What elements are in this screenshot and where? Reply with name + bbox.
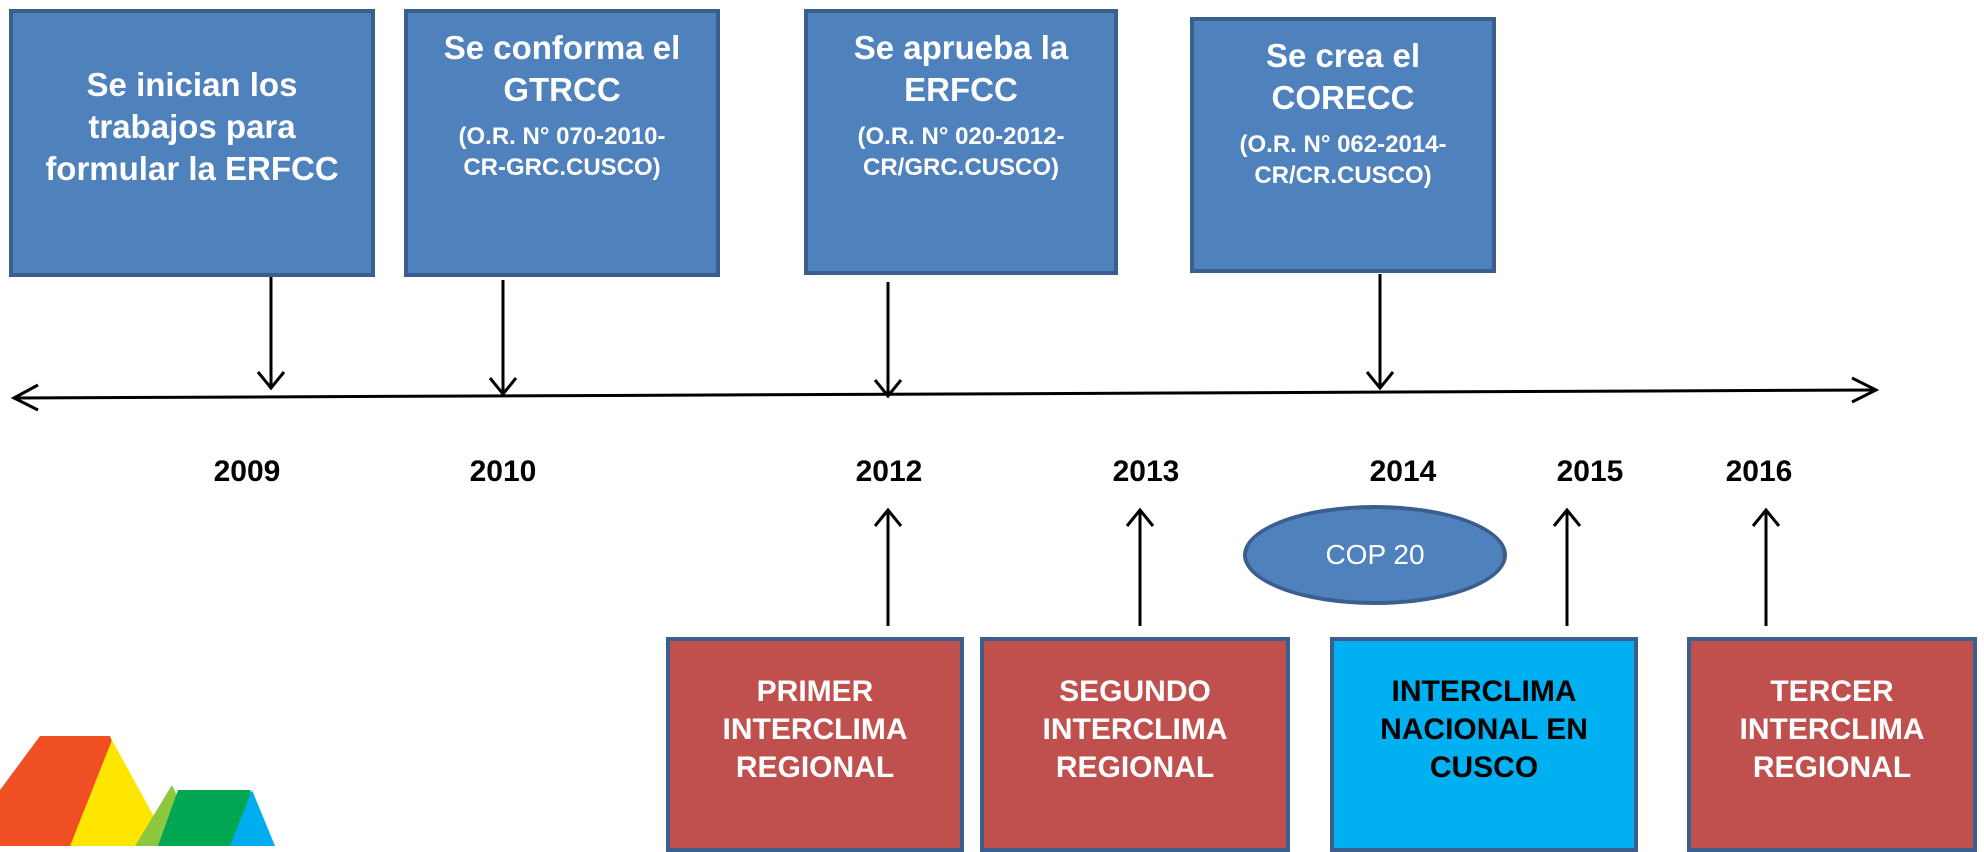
milestone-box-2010: Se conforma el GTRCC (O.R. N° 070-2010-C…	[404, 9, 720, 277]
year-label-2014: 2014	[1369, 455, 1437, 488]
year-label-2012: 2012	[855, 455, 923, 488]
event-box-tercer-interclima: TERCER INTERCLIMA REGIONAL	[1687, 637, 1977, 852]
event-label: INTERCLIMA NACIONAL EN CUSCO	[1380, 675, 1588, 785]
year-label-2016: 2016	[1725, 455, 1793, 488]
event-label: SEGUNDO INTERCLIMA REGIONAL	[1042, 675, 1228, 785]
event-label: TERCER INTERCLIMA REGIONAL	[1739, 675, 1925, 785]
year-label-2015: 2015	[1556, 455, 1624, 488]
timeline-right-arrowhead	[1851, 376, 1880, 404]
timeline-left-arrowhead	[10, 383, 39, 412]
milestone-title: Se inician los trabajos para formular la…	[45, 66, 339, 187]
event-box-segundo-interclima: SEGUNDO INTERCLIMA REGIONAL	[980, 637, 1290, 852]
event-box-primer-interclima: PRIMER INTERCLIMA REGIONAL	[666, 637, 964, 852]
milestone-reference: (O.R. N° 062-2014-CR/CR.CUSCO)	[1239, 130, 1447, 190]
event-label: PRIMER INTERCLIMA REGIONAL	[722, 675, 908, 785]
milestone-title: Se aprueba la ERFCC	[853, 29, 1069, 108]
cop20-ellipse: COP 20	[1243, 505, 1507, 605]
year-label-2013: 2013	[1112, 455, 1180, 488]
cop20-label: COP 20	[1325, 539, 1425, 570]
milestone-box-2009: Se inician los trabajos para formular la…	[9, 9, 375, 277]
milestone-box-2012: Se aprueba la ERFCC (O.R. N° 020-2012-CR…	[804, 9, 1118, 275]
milestone-box-2014: Se crea el CORECC (O.R. N° 062-2014-CR/C…	[1190, 17, 1496, 273]
milestone-reference: (O.R. N° 020-2012-CR/GRC.CUSCO)	[857, 122, 1065, 182]
milestone-title: Se conforma el GTRCC	[443, 29, 681, 108]
year-label-2010: 2010	[469, 455, 537, 488]
event-box-interclima-nacional: INTERCLIMA NACIONAL EN CUSCO	[1330, 637, 1638, 852]
timeline-axis	[13, 388, 1877, 400]
milestone-title: Se crea el CORECC	[1265, 37, 1421, 116]
milestone-reference: (O.R. N° 070-2010-CR-GRC.CUSCO)	[458, 122, 666, 182]
logo	[0, 736, 275, 846]
year-label-2009: 2009	[213, 455, 281, 488]
